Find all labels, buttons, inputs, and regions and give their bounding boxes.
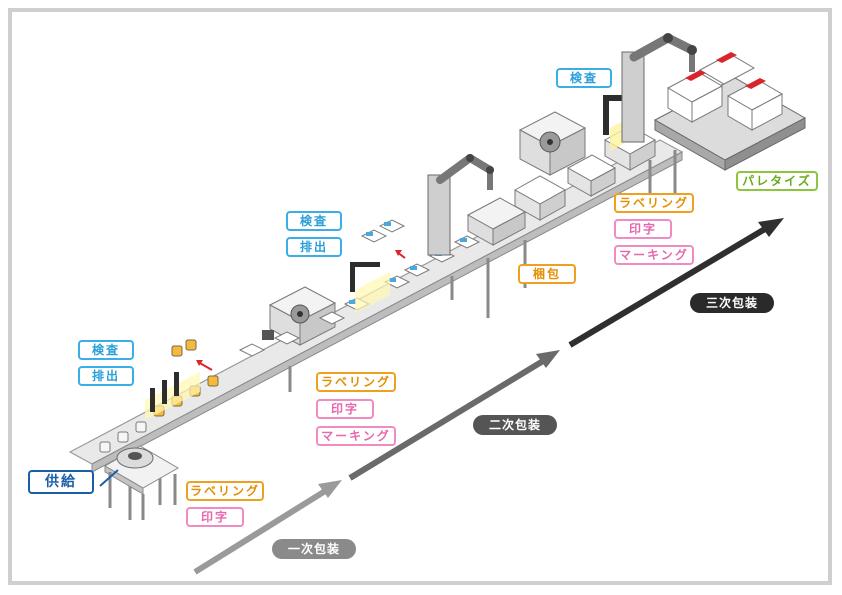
supply-turntable-hub [128,452,142,460]
label-reject-2: 排出 [286,237,342,257]
label-inspect-3: 検査 [556,68,612,88]
label-marking-3: マーキング [614,245,694,265]
supply-station [99,445,180,520]
label-inspect-1: 検査 [78,340,134,360]
label-inspect-2: 検査 [286,211,342,231]
tertiary-arrow-head [758,218,784,237]
stage-secondary: 二次包装 [473,415,557,435]
label-marking-2: マーキング [316,426,396,446]
primary-arrow-shaft [193,485,332,575]
secondary-arrow-shaft [348,355,550,481]
supply-pointer-line [99,469,119,487]
robot-1-column [427,174,451,256]
label-labeling-2: ラベリング [316,372,396,392]
label-supply: 供給 [28,470,94,494]
stage-tertiary: 三次包装 [690,293,774,313]
secondary-arrow-head [536,350,560,368]
label-boxing: 梱包 [518,264,576,284]
conveyor-side [91,151,683,473]
stage-primary: 一次包装 [272,539,356,559]
palletizing-station [621,33,807,171]
labeler-1-side [299,302,336,346]
label-printing-3: 印字 [614,219,672,239]
jars [99,339,219,453]
boxing-station [427,154,567,256]
label-printing-1: 印字 [186,507,244,527]
label-palletize: パレタイズ [736,171,818,191]
tertiary-arrow-shaft [568,223,772,348]
label-reject-1: 排出 [78,366,134,386]
stage-arrows [193,218,784,575]
label-labeling-3: ラベリング [614,193,694,213]
inspection-light-1 [145,372,200,420]
label-labeling-1: ラベリング [186,481,264,501]
label-printing-2: 印字 [316,399,374,419]
inspection-light-2 [355,272,390,313]
primary-arrow-head [318,480,342,498]
robot-2-column [621,51,645,143]
